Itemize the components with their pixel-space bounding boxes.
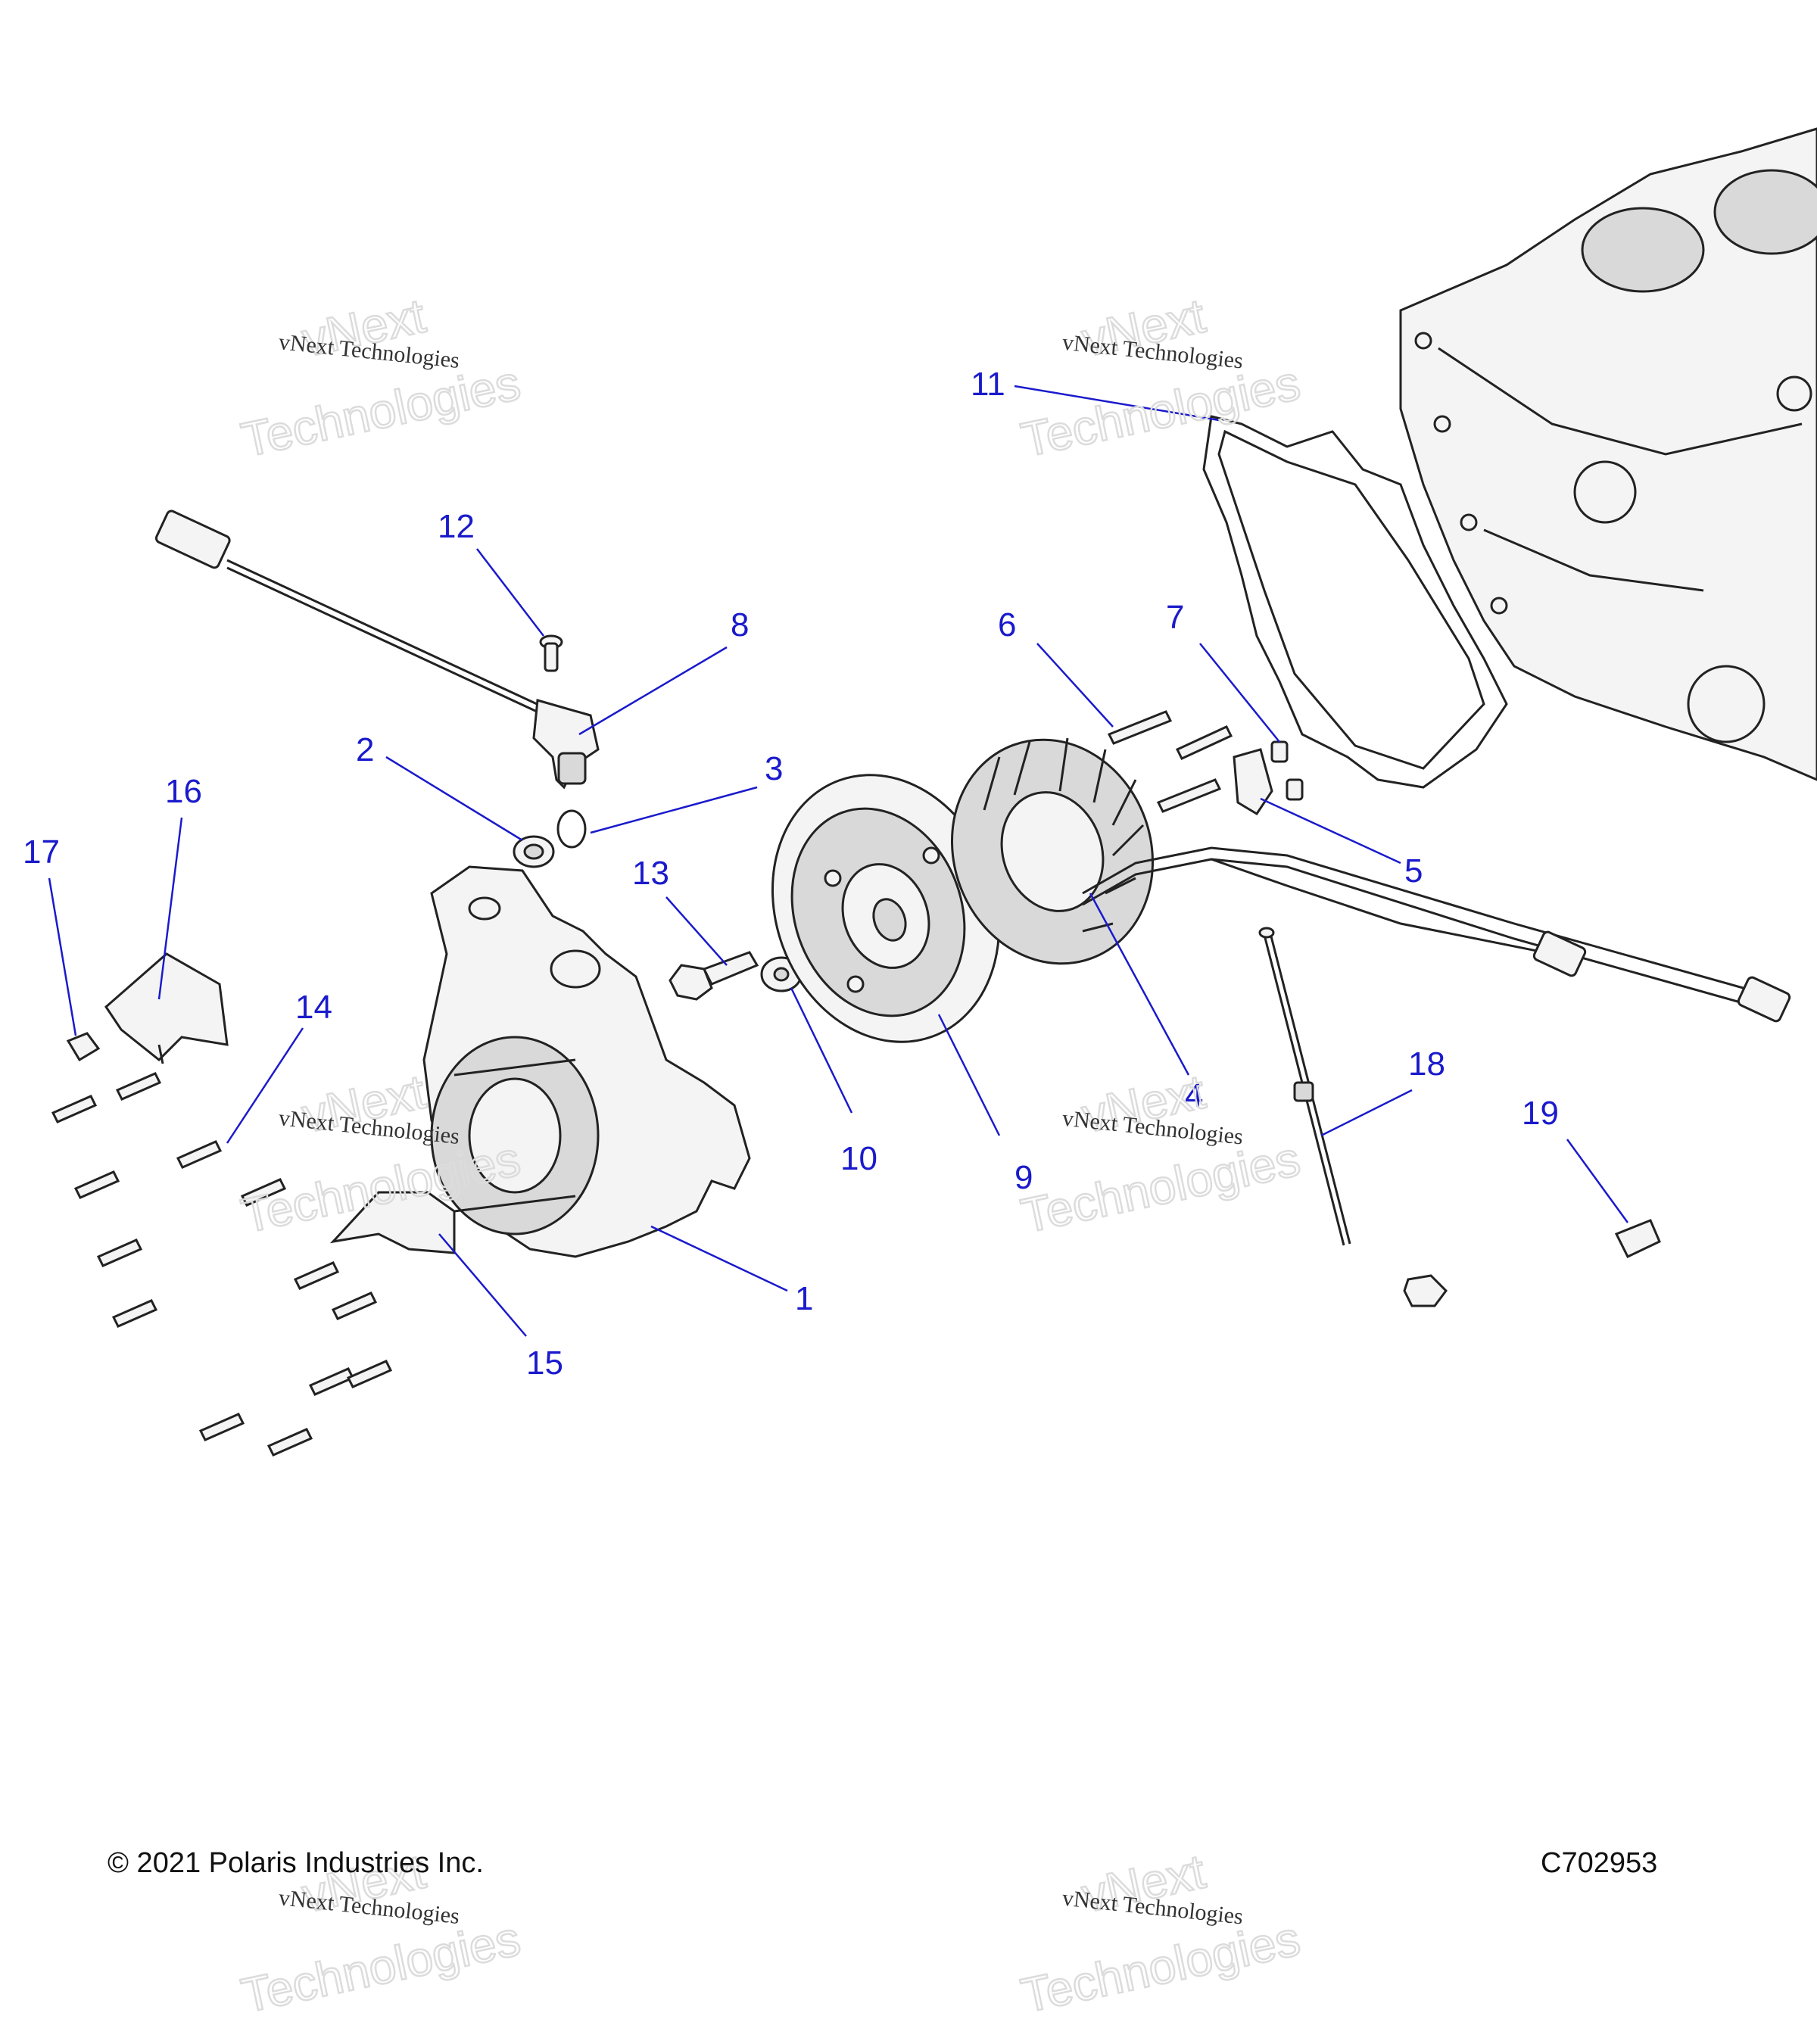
callout-15: 15	[526, 1344, 563, 1382]
callout-12: 12	[438, 508, 475, 545]
callout-16: 16	[165, 773, 202, 810]
callout-9: 9	[1014, 1159, 1033, 1196]
callout-10: 10	[840, 1140, 877, 1177]
callout-7: 7	[1166, 599, 1184, 636]
bracket-15-illustration	[329, 1191, 456, 1254]
clip-17-illustration	[66, 1032, 101, 1062]
callout-5: 5	[1404, 852, 1423, 890]
watermark-mid-right: vNext vNext Technologies Technologies	[1016, 1063, 1306, 1244]
callout-19: 19	[1522, 1095, 1559, 1132]
callout-14: 14	[295, 989, 332, 1026]
callout-18: 18	[1408, 1045, 1445, 1083]
svg-text:Technologies: Technologies	[1017, 1131, 1304, 1243]
watermark-bottom-right: vNext vNext Technologies Technologies	[1016, 1843, 1306, 2024]
bearing-illustration	[513, 835, 555, 868]
gasket-illustration	[1202, 415, 1508, 789]
snap-ring-illustration	[556, 809, 587, 849]
callout-labels: 1 2 3 4 5 6 7 8 9 10 11 12 13 14 15 16 1…	[23, 366, 1559, 1382]
retainer-plate-illustration	[1233, 740, 1304, 816]
svg-text:Technologies: Technologies	[1017, 1911, 1304, 2023]
watermark-top-right: vNext vNext Technologies Technologies	[1016, 287, 1306, 468]
callout-2: 2	[356, 731, 374, 768]
svg-text:Technologies: Technologies	[237, 1911, 525, 2023]
callout-8: 8	[731, 606, 749, 643]
callout-6: 6	[998, 606, 1016, 643]
callout-11: 11	[971, 366, 1005, 403]
stator-bolts-illustration	[1107, 710, 1233, 813]
figure-id: C702953	[1541, 1847, 1657, 1879]
drain-plug-illustration	[1403, 1274, 1448, 1307]
leader-lines	[48, 385, 1629, 1337]
callout-17: 17	[23, 833, 60, 871]
callout-13: 13	[632, 855, 669, 892]
watermark-top-left: vNext vNext Technologies Technologies	[236, 287, 526, 468]
bolt-12-illustration	[539, 634, 563, 672]
flywheel-illustration	[771, 774, 1001, 1043]
bracket-16-illustration	[104, 952, 229, 1064]
copyright-text: © 2021 Polaris Industries Inc.	[108, 1847, 484, 1879]
crankcase-illustration	[1399, 127, 1817, 781]
speed-sensor-illustration	[154, 509, 600, 790]
flywheel-bolt-illustration	[669, 951, 759, 1001]
clip-19-illustration	[1614, 1219, 1661, 1258]
stator-harness-illustration	[1082, 846, 1791, 1023]
stator-cover-illustration	[422, 865, 751, 1258]
callout-1: 1	[795, 1280, 813, 1317]
callout-4: 4	[1185, 1077, 1203, 1114]
callout-3: 3	[765, 750, 783, 787]
dipstick-illustration	[1258, 927, 1351, 1246]
mounting-bolts-illustration	[51, 1072, 393, 1457]
svg-text:Technologies: Technologies	[237, 355, 525, 467]
stator-illustration	[951, 737, 1154, 965]
